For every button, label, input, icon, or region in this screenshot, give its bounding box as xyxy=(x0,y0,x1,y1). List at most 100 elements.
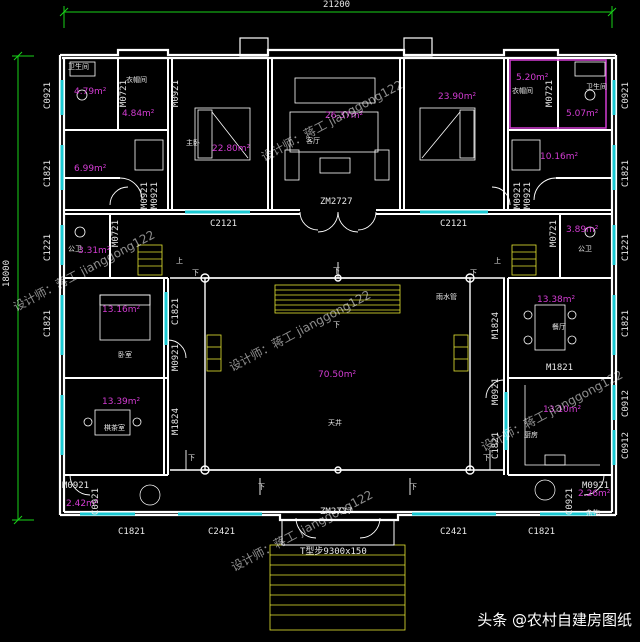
label-c1221-left: C1221 xyxy=(43,234,53,262)
kitchen-area: 13.10m² xyxy=(543,405,582,415)
ne-bath-area: 5.20m² xyxy=(516,73,549,83)
down-marker-1: 下 xyxy=(333,267,340,275)
label-m0921-g: M0921 xyxy=(491,378,501,406)
tea-label: 棋茶室 xyxy=(104,424,125,432)
master-right-area: 23.90m² xyxy=(438,92,477,102)
label-c0921-right: C0921 xyxy=(621,82,631,110)
label-c2421-bottom-l: C2421 xyxy=(208,527,236,537)
windows xyxy=(60,80,616,516)
west-wc-area: 3.31m² xyxy=(78,246,111,256)
label-m1821-e: M1821 xyxy=(546,363,574,373)
label-c1821-bottom-l: C1821 xyxy=(118,527,146,537)
label-c1821-bottom-r: C1821 xyxy=(528,527,556,537)
stair-courtyard-east xyxy=(453,334,469,372)
plant-symbols xyxy=(139,479,556,506)
label-m1824-w: M1824 xyxy=(171,408,181,436)
se-label: 杂物 xyxy=(586,509,600,517)
label-c1821-right-b: C1821 xyxy=(621,310,631,338)
label-c1221-right: C1221 xyxy=(621,234,631,262)
down-marker-6: 下 xyxy=(483,454,490,462)
stair-courtyard-west xyxy=(206,334,222,372)
label-m1824-e: M1824 xyxy=(491,312,501,340)
overall-depth-label: 18000 xyxy=(2,260,12,288)
east-wc-label: 公卫 xyxy=(578,245,592,253)
north-bays xyxy=(239,37,433,57)
drain-note: 雨水管 xyxy=(436,293,457,301)
living-sofa-set xyxy=(284,77,390,181)
tea-room-area: 13.39m² xyxy=(102,397,141,407)
sw-small-area: 2.42m² xyxy=(66,499,99,509)
label-c2421-bottom-r: C2421 xyxy=(440,527,468,537)
living-label: 客厅 xyxy=(306,137,320,145)
label-c0921-se: C0921 xyxy=(565,488,575,516)
down-marker-8: 下 xyxy=(410,483,417,491)
label-m0721-d: M0721 xyxy=(549,220,559,248)
east-wc-area: 3.89m² xyxy=(566,225,599,235)
west-bedroom-area: 13.16m² xyxy=(102,305,141,315)
master-left-label: 主卧 xyxy=(186,139,200,147)
stair-courtyard-north xyxy=(274,284,401,314)
stair-west-corridor xyxy=(137,244,163,276)
ne-closet-label: 衣帽间 xyxy=(512,87,533,95)
down-marker-7: 下 xyxy=(258,483,265,491)
label-m0921-f: M0921 xyxy=(171,344,181,372)
ne-closet-area: 5.07m² xyxy=(566,109,599,119)
stair-east-corridor xyxy=(511,244,537,276)
label-zm2727-bottom: ZM2727 xyxy=(320,507,353,517)
nw-bath-area: 4.79m² xyxy=(74,87,107,97)
label-m0921-se: M0921 xyxy=(582,481,610,491)
down-marker-3: 下 xyxy=(470,269,477,277)
master-left-area: 22.80m² xyxy=(212,144,251,154)
label-m0921-d: M0921 xyxy=(513,182,523,210)
label-c2121-right: C2121 xyxy=(440,219,468,229)
label-c0921-sw: C0921 xyxy=(91,488,101,516)
up-marker-1: 上 xyxy=(176,257,183,265)
label-c1821-left-b: C1821 xyxy=(43,310,53,338)
bed-west xyxy=(99,294,151,341)
entrance-platform xyxy=(281,519,395,546)
dining-area: 13.38m² xyxy=(537,295,576,305)
courtyard-area: 70.50m² xyxy=(318,370,357,380)
west-wc-label: 公卫 xyxy=(68,245,82,253)
kitchen-label: 厨房 xyxy=(524,431,538,439)
label-m0921-sw: M0921 xyxy=(62,481,90,491)
up-marker-2: 上 xyxy=(494,257,501,265)
living-area: 26.37m² xyxy=(325,111,364,121)
label-m0721-b: M0721 xyxy=(545,80,555,108)
down-marker-4: 下 xyxy=(333,321,340,329)
dining-table xyxy=(523,304,577,351)
label-m0921-c: M0921 xyxy=(150,182,160,210)
label-c1821-courtyard-w: C1821 xyxy=(171,298,181,326)
west-bedroom-label: 卧室 xyxy=(118,351,132,359)
label-c2121-left: C2121 xyxy=(210,219,238,229)
door-swings xyxy=(69,177,605,539)
ne-room-area: 10.16m² xyxy=(540,152,579,162)
label-m0921-b: M0921 xyxy=(140,182,150,210)
courtyard-label: 天井 xyxy=(328,419,342,427)
overall-width-label: 21200 xyxy=(323,0,351,10)
kitchen-counters xyxy=(524,385,600,466)
nw-closet-area: 4.84m² xyxy=(122,109,155,119)
nw-bath-label: 卫生间 xyxy=(68,63,89,71)
tea-table xyxy=(83,409,142,436)
overall-depth-dimension xyxy=(12,51,34,525)
down-marker-2: 下 xyxy=(192,269,199,277)
se-small-area: 2.26m² xyxy=(578,489,611,499)
interior-walls xyxy=(64,58,612,476)
label-m0921-a: M0921 xyxy=(171,80,181,108)
label-c0921-left: C0921 xyxy=(43,82,53,110)
dining-label: 餐厅 xyxy=(552,323,566,331)
label-m0921-e: M0921 xyxy=(523,182,533,210)
nw-closet-label: 衣帽间 xyxy=(126,76,147,84)
bed-right xyxy=(419,107,476,161)
bed-left xyxy=(194,107,251,161)
nw-room-area: 6.99m² xyxy=(74,164,107,174)
label-c0912-a: C0912 xyxy=(621,390,631,418)
overall-width-dimension xyxy=(59,6,617,28)
ne-bath-label: 卫生间 xyxy=(586,83,607,91)
bathroom-fixtures xyxy=(69,61,606,238)
elevation-marks xyxy=(185,262,491,495)
label-c1821-right-a: C1821 xyxy=(621,160,631,188)
label-c1821-left-a: C1821 xyxy=(43,160,53,188)
